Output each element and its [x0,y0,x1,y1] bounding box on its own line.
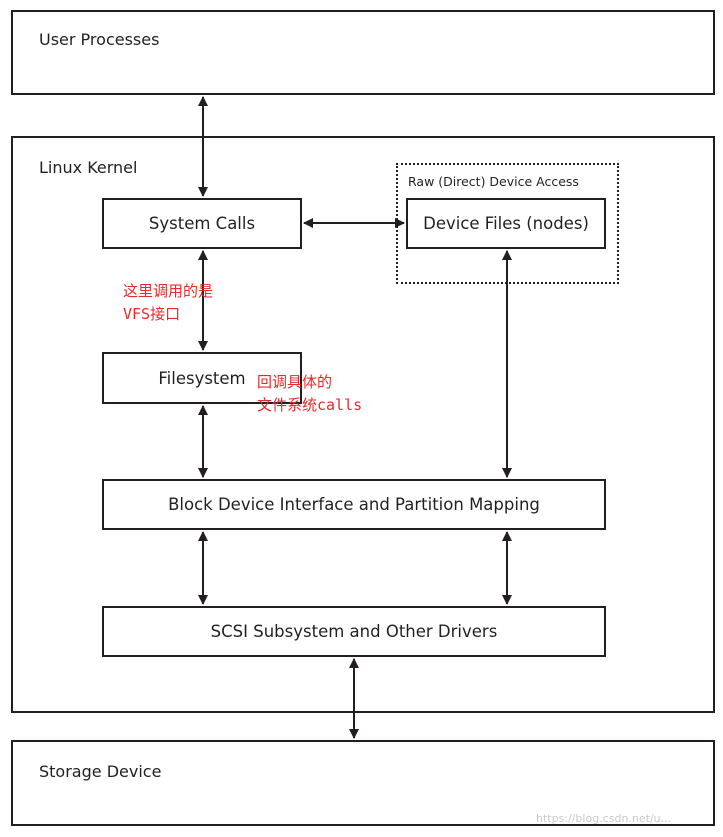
annotation-fs-line2: 文件系统calls [257,396,363,414]
block-device-interface-label: Block Device Interface and Partition Map… [168,495,540,514]
linux-kernel-label: Linux Kernel [39,158,138,177]
system-calls-box: System Calls [102,198,302,249]
system-calls-label: System Calls [148,214,256,233]
user-processes-box: User Processes [11,10,715,95]
annotation-fs-callback: 回调具体的 文件系统calls [257,371,362,417]
filesystem-box: Filesystem [102,352,302,404]
storage-device-label: Storage Device [39,762,162,781]
scsi-subsystem-box: SCSI Subsystem and Other Drivers [102,606,606,657]
device-files-label: Device Files (nodes) [423,214,589,233]
device-files-box: Device Files (nodes) [406,198,606,249]
block-device-interface-box: Block Device Interface and Partition Map… [102,479,606,530]
annotation-vfs-line2: VFS接口 [123,305,181,323]
storage-device-box: Storage Device [11,740,715,826]
raw-device-access-label: Raw (Direct) Device Access [408,174,579,189]
filesystem-label: Filesystem [158,368,246,388]
user-processes-label: User Processes [39,30,160,49]
annotation-vfs-line1: 这里调用的是 [123,282,214,300]
annotation-vfs-interface: 这里调用的是 VFS接口 [123,280,213,326]
annotation-fs-line1: 回调具体的 [257,373,333,391]
scsi-subsystem-label: SCSI Subsystem and Other Drivers [210,622,498,641]
watermark-text: https://blog.csdn.net/u... [536,812,672,825]
